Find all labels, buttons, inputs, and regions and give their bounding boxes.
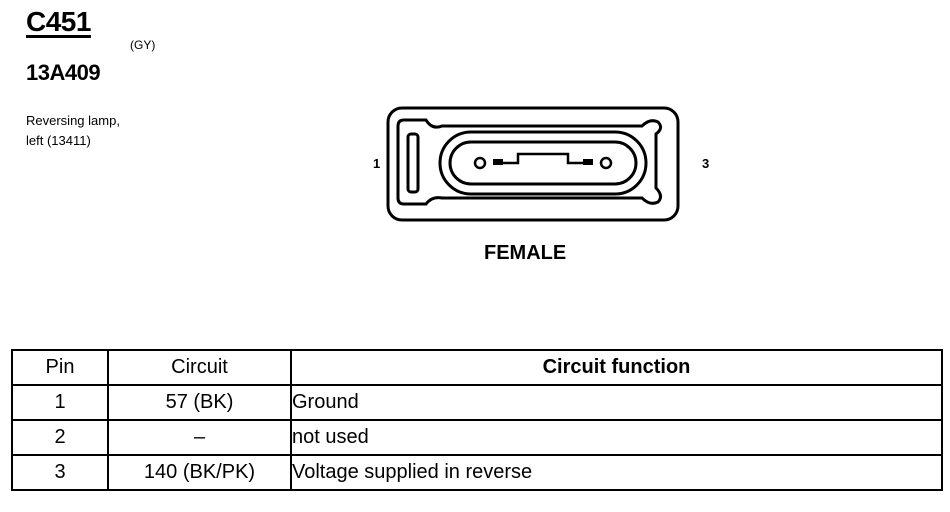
pin-3-label: 3 xyxy=(702,156,710,171)
terminal-pin-1 xyxy=(473,156,487,170)
table-row: 3 140 (BK/PK) Voltage supplied in revers… xyxy=(11,454,943,491)
cell-pin: 1 xyxy=(11,384,109,421)
connector-face-diagram xyxy=(386,106,680,222)
terminal-blade-1 xyxy=(493,159,503,165)
cell-function: Voltage supplied in reverse xyxy=(290,454,943,491)
table-row: 1 57 (BK) Ground xyxy=(11,384,943,421)
connector-latch-slot xyxy=(406,132,420,194)
connector-gender-label: FEMALE xyxy=(484,242,567,264)
connector-shroud-outer xyxy=(438,130,648,196)
cell-pin: 2 xyxy=(11,419,109,456)
header-circuit-function: Circuit function xyxy=(290,349,943,386)
table-row: 2 – not used xyxy=(11,419,943,456)
part-number: 13A409 xyxy=(26,60,101,85)
terminal-pin-3 xyxy=(599,156,613,170)
connector-keyway xyxy=(498,152,588,165)
header-pin: Pin xyxy=(11,349,109,386)
header-circuit: Circuit xyxy=(107,349,292,386)
cell-function: Ground xyxy=(290,384,943,421)
component-description-line1: Reversing lamp, xyxy=(26,113,120,128)
cell-circuit: 57 (BK) xyxy=(107,384,292,421)
connector-housing xyxy=(386,106,680,222)
cell-function: not used xyxy=(290,419,943,456)
cell-pin: 3 xyxy=(11,454,109,491)
connector-color-code: (GY) xyxy=(130,38,156,52)
connector-id: C451 xyxy=(26,6,91,37)
cell-circuit: 140 (BK/PK) xyxy=(107,454,292,491)
terminal-blade-3 xyxy=(583,159,593,165)
pinout-table: Pin Circuit Circuit function 1 57 (BK) G… xyxy=(11,349,943,491)
connector-inner-rim xyxy=(396,118,663,206)
connector-shroud-inner xyxy=(448,140,638,186)
table-header-row: Pin Circuit Circuit function xyxy=(11,349,943,386)
component-description-line2: left (13411) xyxy=(26,133,91,148)
cell-circuit: – xyxy=(107,419,292,456)
pin-1-label: 1 xyxy=(373,156,381,171)
